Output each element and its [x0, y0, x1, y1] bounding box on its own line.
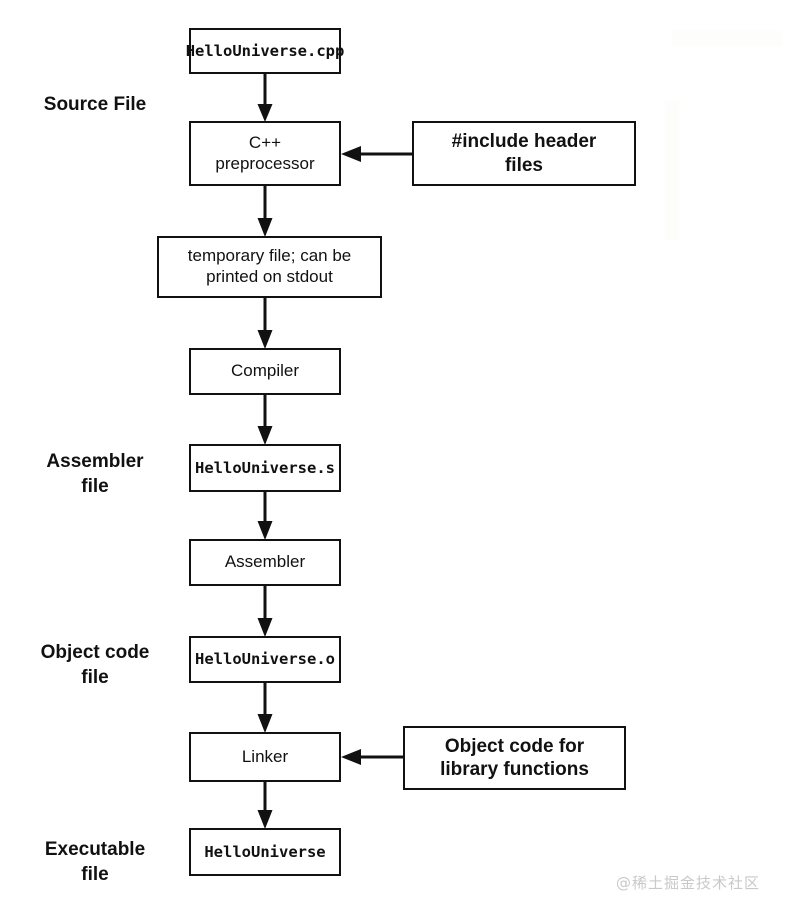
node-compiler[interactable]: Compiler — [189, 348, 341, 395]
node-temporary-file[interactable]: temporary file; can be printed on stdout — [157, 236, 382, 298]
node-cpp-preprocessor[interactable]: C++ preprocessor — [189, 121, 341, 186]
node-hellouniverse-s[interactable]: HelloUniverse.s — [189, 444, 341, 492]
background-artifact — [672, 30, 782, 46]
node-hellouniverse-cpp[interactable]: HelloUniverse.cpp — [186, 28, 344, 74]
edge-linker-to-executable — [255, 782, 277, 830]
node-hellouniverse-o[interactable]: HelloUniverse.o — [189, 636, 341, 683]
edge-preprocessor-to-tempfile — [255, 186, 277, 238]
edge-hellouniverse-s-to-assembler — [255, 492, 277, 541]
node-linker[interactable]: Linker — [189, 732, 341, 782]
stage-label-object-code-file: Object code file — [40, 642, 150, 688]
edge-library-to-linker — [339, 746, 407, 768]
stage-label-source-file: Source File — [43, 94, 147, 115]
edge-cpp-to-preprocessor — [255, 74, 277, 123]
node-hellouniverse-exe[interactable]: HelloUniverse — [189, 828, 341, 876]
node-object-code-library[interactable]: Object code for library functions — [403, 726, 626, 790]
node-assembler[interactable]: Assembler — [189, 539, 341, 586]
stage-label-assembler-file: Assembler file — [46, 451, 144, 497]
edge-compiler-to-hellouniverse-s — [255, 395, 277, 446]
edge-tempfile-to-compiler — [255, 298, 277, 350]
edge-hellouniverse-o-to-linker — [255, 683, 277, 734]
edge-include-to-preprocessor — [339, 143, 415, 165]
background-artifact — [665, 100, 679, 240]
stage-label-executable-file: Executable file — [44, 839, 146, 885]
node-include-header-files[interactable]: #include header files — [412, 121, 636, 186]
watermark: @稀土掘金技术社区 — [616, 874, 761, 892]
edge-assembler-to-hellouniverse-o — [255, 586, 277, 638]
